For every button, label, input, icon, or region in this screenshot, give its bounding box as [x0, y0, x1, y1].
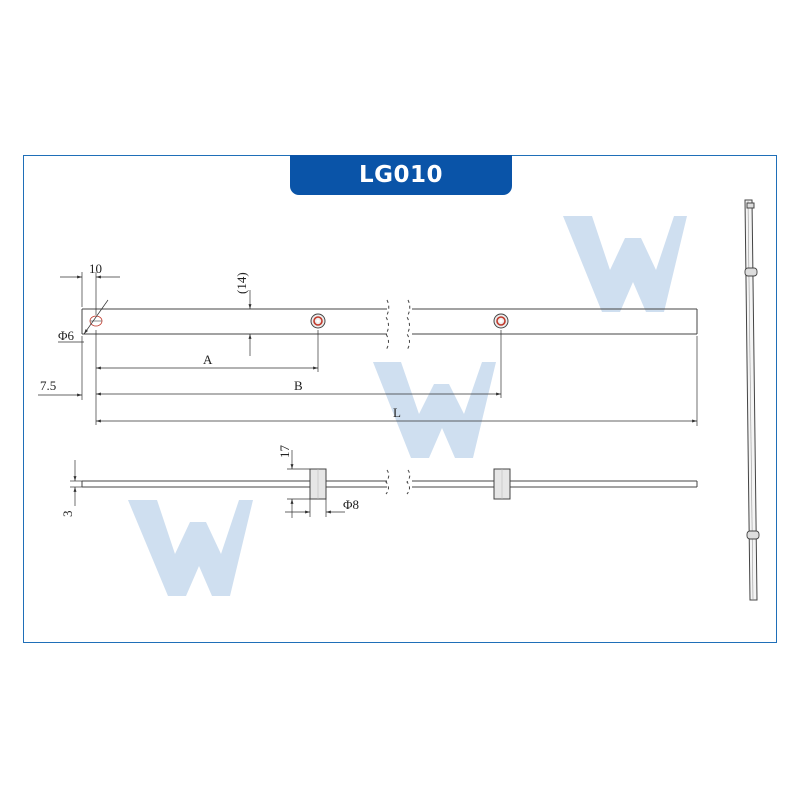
product-code-title: LG010	[358, 162, 444, 188]
label-pin-height: 17	[277, 445, 292, 459]
dim-a	[95, 330, 319, 425]
vertical-pin-top	[744, 267, 758, 277]
label-hole-diameter: Φ6	[58, 328, 75, 343]
dim-b	[96, 330, 502, 398]
vertical-pin-bottom	[746, 530, 760, 540]
dim-pin-diameter	[285, 499, 345, 517]
title-banner: LG010	[290, 155, 512, 195]
side-view-bar	[81, 469, 698, 495]
label-dim-a: A	[203, 352, 213, 367]
label-pin-diameter: Φ8	[343, 497, 359, 512]
dim-edge-offset	[38, 336, 83, 400]
watermark-logo-top	[563, 216, 687, 312]
label-thickness: 3	[60, 511, 75, 518]
label-dim-l: L	[393, 405, 401, 420]
pin-hole-b	[493, 313, 509, 329]
label-edge-offset: 7.5	[40, 378, 56, 393]
dim-pin-height	[287, 450, 310, 518]
label-height-ref: (14)	[234, 272, 249, 294]
dim-hole-diameter	[58, 299, 109, 343]
watermark-logo-bottom	[128, 500, 253, 596]
pin-hole-a	[310, 313, 326, 329]
dim-l	[96, 336, 698, 426]
vertical-view-bar	[744, 199, 758, 601]
dim-hole-offset	[60, 272, 120, 315]
end-hole	[89, 315, 103, 327]
side-pin-a	[309, 468, 327, 500]
label-hole-offset: 10	[89, 261, 102, 276]
top-view-bar	[81, 299, 698, 351]
side-pin-b	[493, 468, 511, 500]
dim-thickness	[70, 460, 82, 506]
watermark-logo-middle	[373, 362, 496, 458]
label-dim-b: B	[294, 378, 303, 393]
